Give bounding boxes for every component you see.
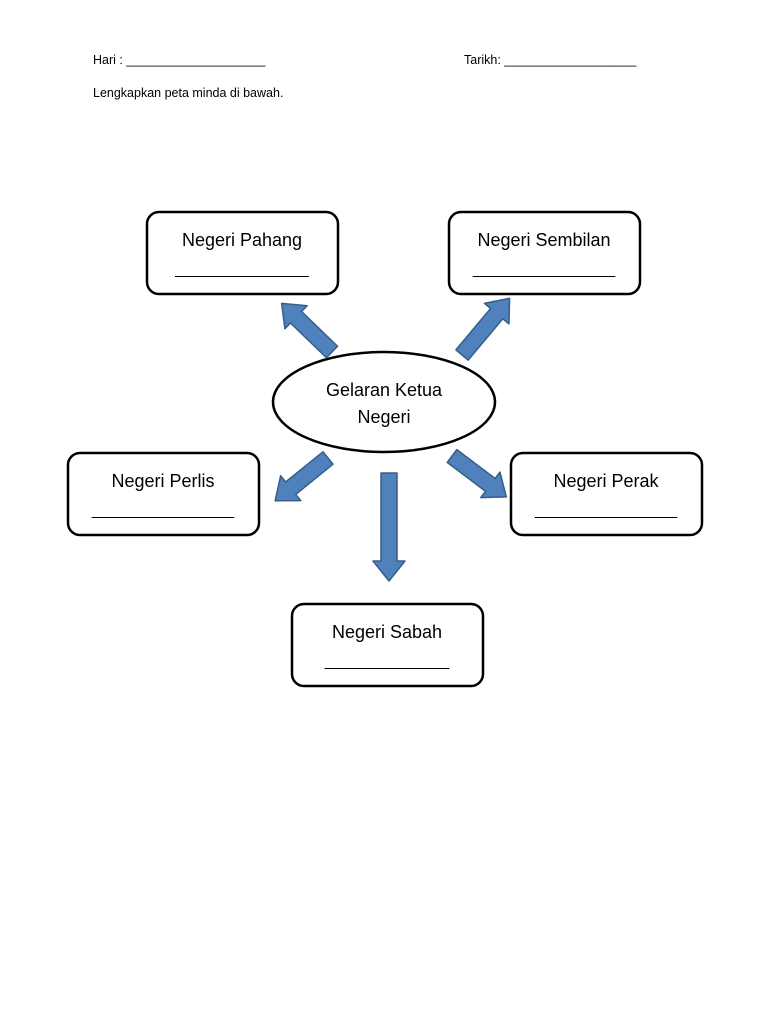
- arrow-to-sabah: [372, 472, 406, 582]
- instruction-text: Lengkapkan peta minda di bawah.: [93, 86, 284, 100]
- arrow-to-sembilan: [455, 297, 511, 361]
- tarikh-field[interactable]: Tarikh: ___________________: [464, 53, 637, 67]
- box-sabah: Negeri Sabah ______________: [290, 602, 485, 688]
- box-perak: Negeri Perak ________________: [509, 451, 704, 537]
- hari-field[interactable]: Hari : ____________________: [93, 53, 266, 67]
- pahang-answer-blank[interactable]: _______________: [174, 261, 310, 278]
- box-sembilan: Negeri Sembilan ________________: [447, 210, 642, 296]
- center-node: Gelaran Ketua Negeri: [271, 350, 497, 454]
- center-label-line2: Negeri: [357, 407, 410, 427]
- sembilan-answer-blank[interactable]: ________________: [472, 261, 616, 278]
- sabah-title: Negeri Sabah: [332, 622, 442, 642]
- box-pahang: Negeri Pahang _______________: [145, 210, 340, 296]
- perlis-answer-blank[interactable]: ________________: [91, 502, 235, 519]
- sabah-answer-blank[interactable]: ______________: [324, 653, 451, 670]
- box-perlis: Negeri Perlis ________________: [66, 451, 261, 537]
- sembilan-title: Negeri Sembilan: [477, 230, 610, 250]
- arrow-to-perak: [446, 448, 508, 499]
- perak-title: Negeri Perak: [553, 471, 659, 491]
- arrow-to-pahang: [280, 302, 339, 359]
- perak-answer-blank[interactable]: ________________: [534, 502, 678, 519]
- perlis-title: Negeri Perlis: [111, 471, 214, 491]
- center-label-line1: Gelaran Ketua: [326, 380, 443, 400]
- pahang-title: Negeri Pahang: [182, 230, 302, 250]
- arrow-to-perlis: [274, 451, 334, 502]
